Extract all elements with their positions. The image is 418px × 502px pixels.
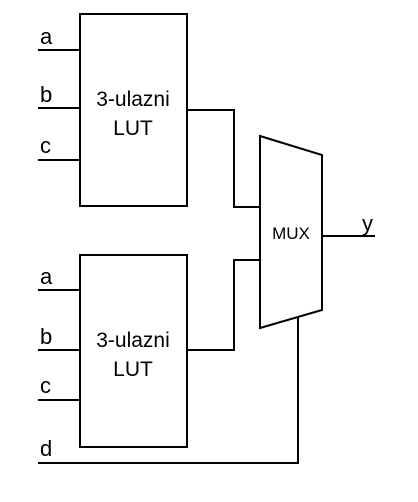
bottom-input-label-c: c xyxy=(40,373,51,398)
wire-select-d xyxy=(38,316,299,464)
select-input-label-d: d xyxy=(40,436,52,461)
top-input-label-c: c xyxy=(40,133,51,158)
lut-bottom-label-line1: 3-ulazni xyxy=(96,329,170,352)
top-input-label-a: a xyxy=(40,24,53,49)
top-input-label-b: b xyxy=(40,82,52,107)
lut-top-label-line1: 3-ulazni xyxy=(96,88,170,111)
wire-lut-bottom-to-mux xyxy=(187,259,260,351)
lut-bottom-label-line2: LUT xyxy=(113,358,153,381)
bottom-input-label-a: a xyxy=(40,264,53,289)
mux-block xyxy=(259,134,323,330)
output-label-y: y xyxy=(362,211,373,236)
bottom-input-label-b: b xyxy=(40,324,52,349)
lut-top-block xyxy=(79,13,188,207)
lut-top-label-line2: LUT xyxy=(113,117,153,140)
wire-lut-top-to-mux xyxy=(187,109,260,208)
mux-label: MUX xyxy=(272,224,310,243)
